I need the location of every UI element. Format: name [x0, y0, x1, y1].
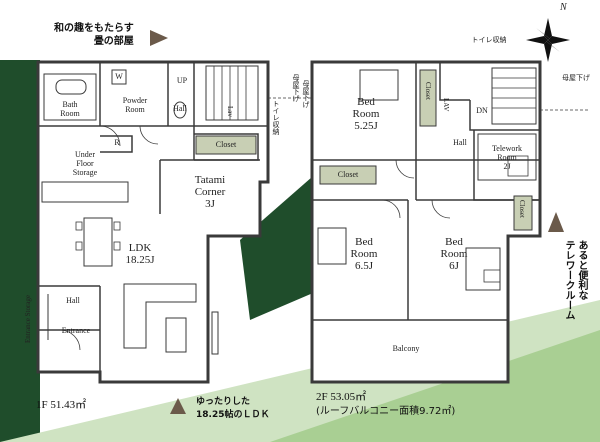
closet-1f	[195, 135, 257, 155]
label-balcony: Balcony	[392, 344, 420, 353]
dark-green-wedge	[240, 170, 320, 320]
label-beam-2f-left: 母屋下げ	[302, 80, 310, 108]
label-hall-1f: Hall	[173, 104, 187, 113]
callout-pointer-tatami	[150, 30, 168, 46]
dark-green-shape	[0, 60, 40, 442]
callout-ldk: ゆったりした 18.25帖のＬＤＫ	[196, 397, 270, 420]
callout-tatami: 和の趣をもたらす 畳の部屋	[54, 23, 134, 47]
telework-desk-2f	[477, 133, 537, 181]
floor2-outline	[310, 60, 542, 384]
label-powder-room: Powder Room	[122, 96, 148, 114]
area-1f: 1F 51.43㎡	[36, 399, 87, 411]
closet-2f-a	[419, 69, 437, 127]
label-ldk: LDK 18.25J	[125, 242, 155, 266]
compass-rose	[526, 18, 570, 62]
label-hall-entrance: Hall	[66, 296, 80, 305]
label-lav-1f: Lav	[226, 106, 234, 117]
label-toilet-storage-2f: トイレ収納	[471, 36, 507, 44]
label-telework-room: Telework Room 2J	[491, 144, 523, 171]
label-toilet-storage-1f: トイレ収納	[272, 100, 280, 135]
label-closet-1f: Closet	[215, 140, 237, 149]
label-hall-2f: Hall	[453, 138, 467, 147]
label-under-floor-storage: Under Floor Storage	[72, 150, 98, 177]
callout-pointer-telework	[548, 212, 564, 232]
area-2f: 2F 53.05㎡	[316, 391, 367, 403]
mid-green-band	[270, 330, 600, 442]
label-dn: DN	[476, 106, 488, 115]
closet-2f-c	[513, 195, 533, 231]
label-bed-room-2: Bed Room 6.5J	[350, 236, 378, 272]
label-tatami-corner: Tatami Corner 3J	[194, 174, 226, 210]
label-beam-2f-right: 母屋下げ	[562, 74, 590, 82]
label-washer: W	[115, 72, 123, 81]
label-closet-2f-c: Closet	[518, 200, 526, 218]
closet-2f-b	[319, 165, 377, 185]
callout-pointer-ldk	[170, 398, 186, 414]
label-lav-2f: LAV	[442, 98, 450, 112]
label-closet-2f-a: Closet	[424, 82, 432, 100]
label-beam-1f: 母屋下げ	[292, 74, 300, 102]
label-closet-2f-b: Closet	[337, 170, 359, 179]
label-up: UP	[176, 76, 188, 85]
label-refrigerator: R	[114, 138, 120, 147]
label-bed-room-1: Bed Room 5.25J	[352, 96, 380, 132]
roof-balcony-area: (ルーフバルコニー面積9.72㎡)	[316, 406, 456, 417]
label-bath-room: Bath Room	[60, 100, 80, 118]
compass-north-label: N	[560, 2, 567, 13]
callout-telework: あると便利な テレワークルーム	[563, 240, 587, 320]
label-entrance: Entrance	[61, 326, 91, 335]
label-bed-room-3: Bed Room 6J	[440, 236, 468, 272]
label-entrance-storage: Entrance Storage	[24, 295, 32, 344]
